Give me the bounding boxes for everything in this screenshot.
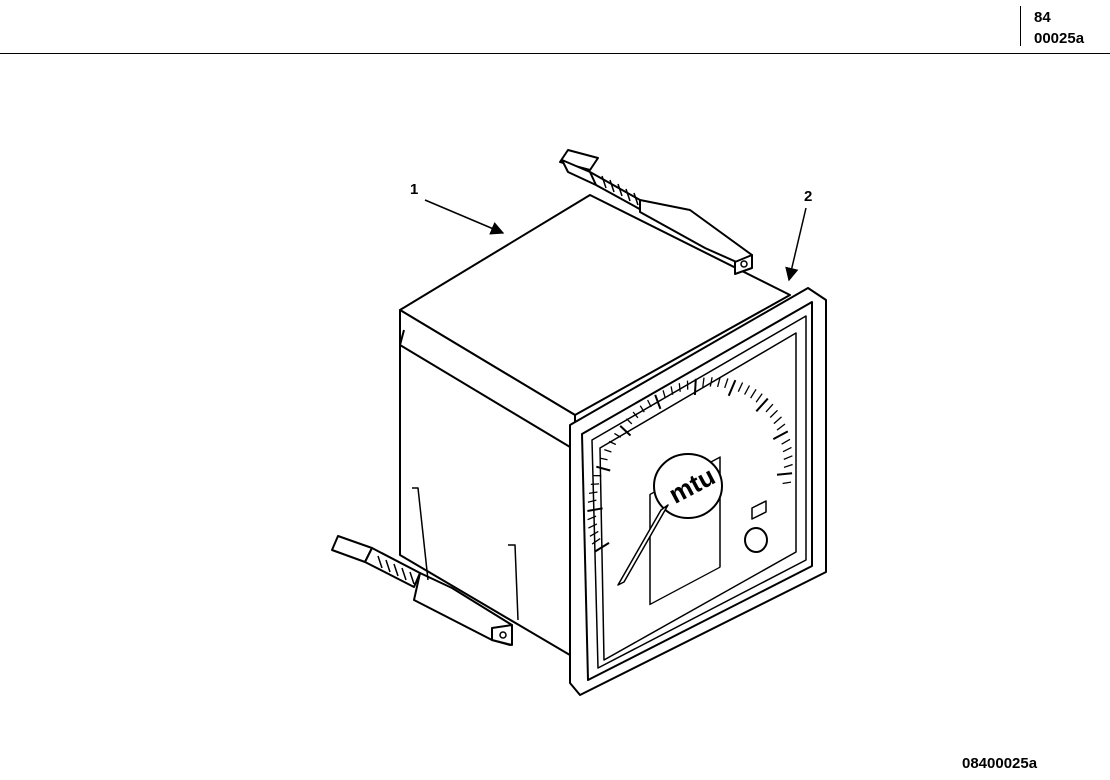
dial-tick: [590, 483, 600, 486]
dial-tick: [639, 405, 645, 413]
dial-tick: [587, 515, 597, 521]
mounting-clip-top: [559, 149, 753, 275]
dial-tick-marks: [587, 377, 793, 553]
dial-tick: [654, 394, 662, 410]
dial-tick: [589, 530, 599, 537]
dial-tick: [776, 423, 786, 431]
dial-tick: [693, 378, 697, 395]
dial-tick: [678, 383, 681, 392]
dial-tick: [608, 440, 617, 446]
dial-tick: [782, 446, 792, 453]
dial-tick: [626, 418, 633, 425]
gauge-housing: [399, 194, 791, 659]
header-separator: [1020, 6, 1021, 46]
gauge-needle: [617, 504, 669, 586]
mtu-logo: mtu: [653, 453, 723, 519]
header-divider: [0, 53, 1110, 54]
dial-tick: [744, 385, 751, 395]
sheet-code: 00025a: [1034, 30, 1085, 47]
callout-1: 1: [410, 181, 505, 235]
dial-tick: [591, 538, 601, 545]
callout-1-label: 1: [410, 181, 418, 198]
dial-tick: [632, 411, 639, 419]
dial-tick: [599, 457, 608, 461]
dial-tick: [619, 425, 632, 437]
dial-tick: [647, 399, 652, 408]
figure-code: 08400025a: [962, 755, 1038, 772]
dial-tick: [587, 507, 603, 512]
dial-tick: [614, 432, 622, 438]
dial-tick: [702, 377, 705, 387]
dial-tick: [755, 393, 763, 403]
dial-tick: [783, 463, 793, 469]
dial-tick: [716, 377, 721, 388]
dial-tick: [596, 465, 611, 472]
dial-tick: [737, 382, 744, 392]
zero-adjust-knob: [744, 500, 768, 553]
dial-tick: [750, 388, 757, 399]
dial-tick: [782, 481, 792, 485]
dial-tick: [662, 390, 666, 399]
dial-tick: [727, 379, 737, 397]
dial-tick: [765, 403, 774, 413]
dial-tick: [709, 377, 713, 387]
callout-2-label: 2: [804, 188, 812, 205]
callout-2: 2: [785, 188, 812, 282]
dial-tick: [588, 523, 598, 529]
dial-tick: [670, 386, 674, 395]
dial-tick: [772, 430, 789, 440]
dial-tick: [769, 409, 778, 418]
housing-side-slots: [412, 487, 519, 621]
dial-tick: [776, 472, 793, 476]
dial-tick: [587, 499, 597, 503]
section-number: 84: [1034, 9, 1051, 26]
dial-tick: [604, 448, 612, 453]
dial-tick: [781, 438, 791, 445]
dial-tick: [594, 542, 610, 553]
mounting-clip-bottom: [331, 535, 513, 646]
dial-tick: [588, 491, 598, 495]
dial-tick: [773, 416, 782, 425]
dial-tick: [755, 397, 769, 412]
dial-tick: [724, 378, 729, 389]
dial-tick: [783, 455, 793, 460]
